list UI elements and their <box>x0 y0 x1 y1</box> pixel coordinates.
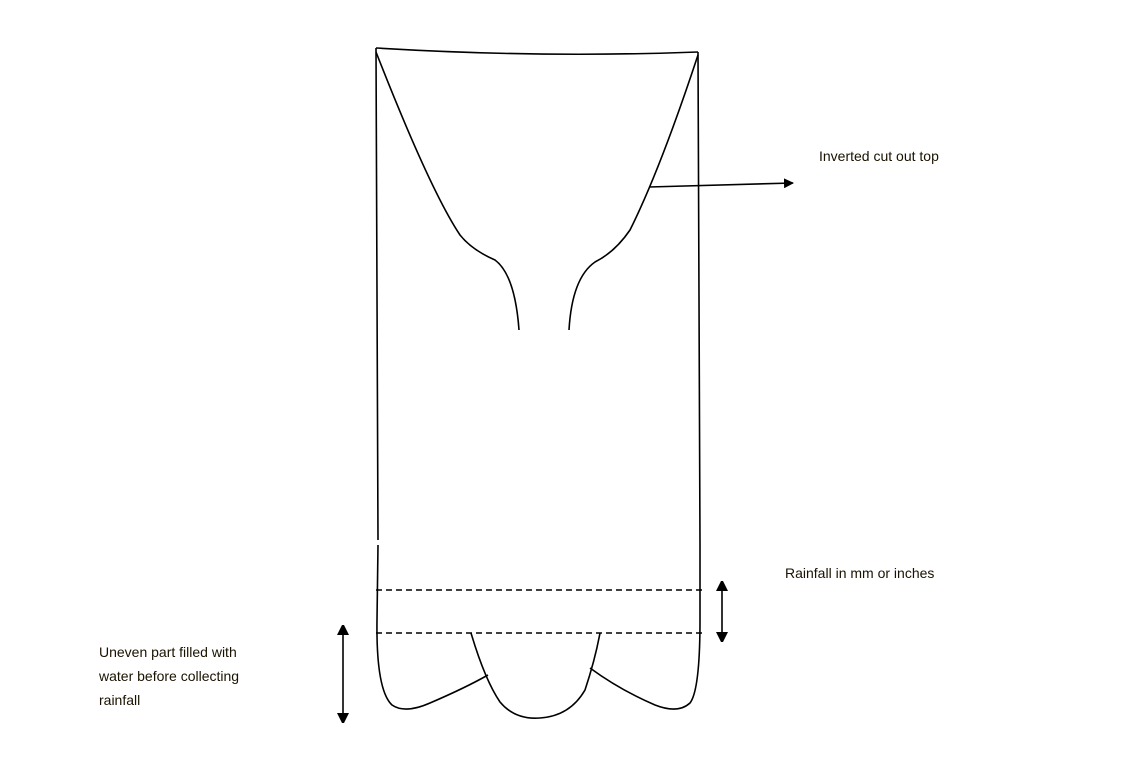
label-uneven-part: Uneven part filled with water before col… <box>99 640 239 712</box>
label-rainfall: Rainfall in mm or inches <box>785 565 935 581</box>
inverted-funnel <box>375 51 699 331</box>
label-uneven-line: Uneven part filled with <box>99 644 237 660</box>
bottle-left-side <box>375 47 489 710</box>
funnel-left <box>375 51 520 331</box>
bottle-top-edge <box>375 47 699 56</box>
bottle-right-side <box>589 51 701 710</box>
pointer-arrow <box>648 178 794 189</box>
label-uneven-line: rainfall <box>99 692 141 708</box>
bottle-bottom-center-lobe <box>470 632 601 719</box>
label-uneven-line: water before collecting <box>99 668 240 684</box>
bottle-outline <box>375 47 701 719</box>
label-inverted-top: Inverted cut out top <box>819 148 939 164</box>
funnel-right <box>568 54 699 331</box>
